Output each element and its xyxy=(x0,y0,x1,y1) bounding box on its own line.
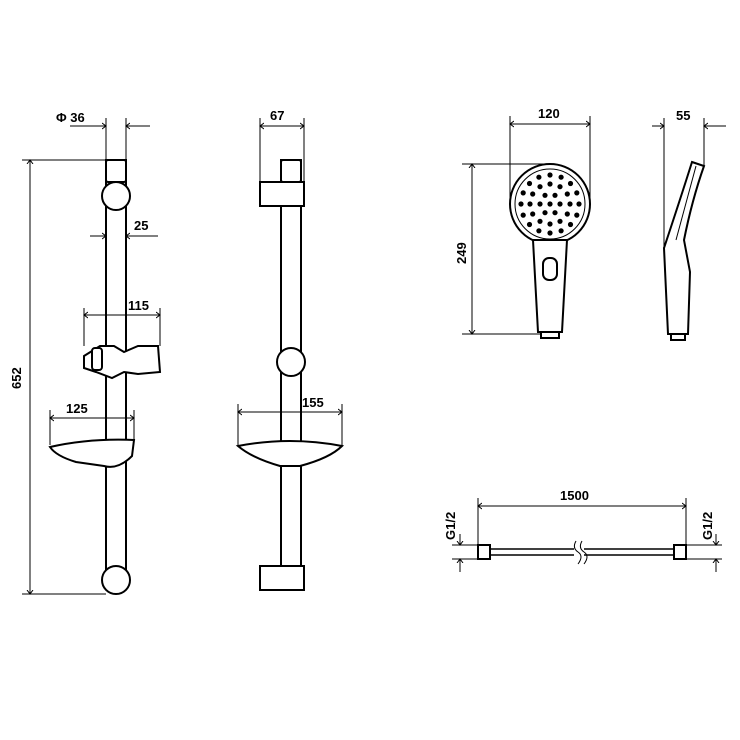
dim-hose-length: 1500 xyxy=(560,488,589,503)
dim-soap-dish-width: 155 xyxy=(302,395,324,410)
nozzle xyxy=(552,210,558,216)
nozzle xyxy=(547,201,553,207)
nozzle xyxy=(564,211,570,217)
dim-rail-diameter: Φ 36 xyxy=(56,110,85,125)
nozzle xyxy=(526,221,533,228)
dim-head-width: 120 xyxy=(538,106,560,121)
hand-shower-side-view: 55 xyxy=(652,108,726,341)
dim-head-thickness: 55 xyxy=(676,108,690,123)
nozzle xyxy=(557,218,563,224)
nozzle xyxy=(526,180,533,187)
rail-lower-bracket xyxy=(101,565,131,595)
nozzle xyxy=(574,212,580,218)
nozzle xyxy=(536,228,542,234)
rail-front-view: 67 155 xyxy=(235,108,345,591)
upper-wall-bracket xyxy=(259,181,305,207)
nozzle xyxy=(530,211,536,217)
nozzle xyxy=(567,221,574,228)
dim-soap-dish-side: 125 xyxy=(66,401,88,416)
lower-wall-bracket xyxy=(259,565,305,591)
holder-knob xyxy=(91,347,103,371)
dim-thread-right: G1/2 xyxy=(700,512,715,540)
dim-rail-offset: 25 xyxy=(134,218,148,233)
nozzle xyxy=(547,221,553,227)
hose-fitting-right xyxy=(673,544,687,560)
hand-shower-front-view: 120 249 xyxy=(454,106,591,339)
nozzle xyxy=(547,230,553,236)
nozzle xyxy=(558,228,564,234)
nozzle xyxy=(574,190,580,196)
nozzle xyxy=(542,192,548,198)
hose-connector xyxy=(540,331,560,339)
hose-connector-side xyxy=(670,333,686,341)
nozzle xyxy=(537,184,543,190)
nozzle xyxy=(530,191,536,197)
nozzle xyxy=(547,172,553,178)
nozzle xyxy=(564,191,570,197)
nozzle xyxy=(520,212,526,218)
nozzle xyxy=(537,218,543,224)
nozzle xyxy=(567,180,574,187)
nozzle xyxy=(527,201,533,207)
nozzle xyxy=(557,184,563,190)
shower-head-side xyxy=(662,160,706,335)
soap-dish xyxy=(48,438,136,468)
nozzle xyxy=(576,201,582,207)
rail-upper-bracket xyxy=(101,181,131,211)
nozzle xyxy=(520,190,526,196)
dim-thread-left: G1/2 xyxy=(443,512,458,540)
holder-front xyxy=(276,347,306,377)
dim-total-height: 652 xyxy=(9,367,24,389)
nozzle xyxy=(567,201,573,207)
dim-holder-width: 115 xyxy=(128,298,149,313)
dim-bracket-depth: 67 xyxy=(270,108,284,123)
nozzle xyxy=(552,192,558,198)
nozzle xyxy=(518,201,524,207)
hose-view: 1500 G1/2 G1/2 xyxy=(443,488,722,572)
nozzle xyxy=(536,174,542,180)
nozzle xyxy=(558,174,564,180)
soap-dish-front xyxy=(235,440,345,467)
shower-handle xyxy=(531,239,569,333)
dim-head-length: 249 xyxy=(454,242,469,264)
nozzle xyxy=(542,210,548,216)
nozzle xyxy=(557,201,563,207)
rail-top-cap xyxy=(105,159,127,183)
spray-selector-button xyxy=(542,257,558,281)
rail-side-view: Φ 36 25 115 125 652 xyxy=(9,110,162,595)
nozzle xyxy=(537,201,543,207)
hose-fitting-left xyxy=(477,544,491,560)
nozzle xyxy=(547,181,553,187)
rail-top-cap-front xyxy=(280,159,302,183)
shower-nozzles xyxy=(518,172,582,236)
